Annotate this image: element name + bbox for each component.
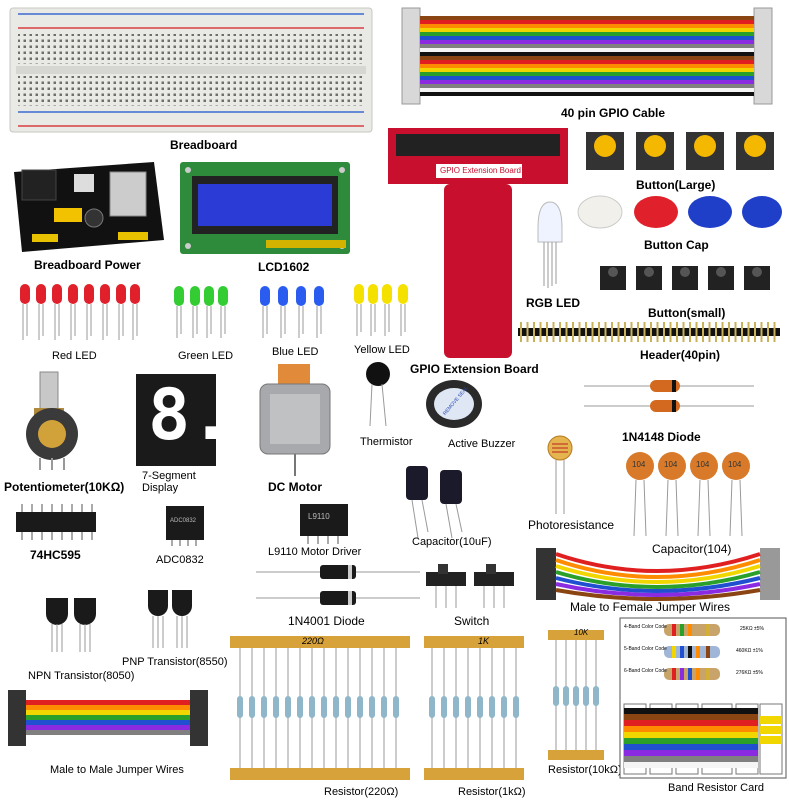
res-tag-220: 220Ω [302, 636, 324, 646]
capacitors-104: 104 104 104 104 [624, 450, 754, 538]
label-rgb-led: RGB LED [526, 296, 580, 310]
label-button-cap: Button Cap [644, 238, 709, 252]
seven-segment-display: 8. [136, 374, 232, 466]
red-leds [18, 282, 142, 342]
label-thermistor: Thermistor [360, 436, 413, 448]
res-tag-10k: 10K [574, 628, 589, 637]
label-dc-motor: DC Motor [268, 480, 322, 494]
label-l9110: L9110 Motor Driver [268, 546, 362, 558]
cap-code-2: 104 [664, 460, 678, 469]
res-tag-1k: 1K [478, 636, 490, 646]
label-mf-jumper: Male to Female Jumper Wires [570, 600, 731, 614]
breadboard-power-module [14, 162, 164, 252]
cap-code-4: 104 [728, 460, 742, 469]
label-switch: Switch [454, 614, 490, 628]
label-red-led: Red LED [52, 350, 97, 362]
label-header: Header(40pin) [640, 348, 721, 362]
chip-adc-print: ADC0832 [170, 518, 197, 524]
buttons-large [580, 124, 780, 176]
jumper-wires-male-female [536, 548, 780, 601]
label-resistor-10k: Resistor(10kΩ) [548, 764, 622, 776]
label-1n4148: 1N4148 Diode [622, 430, 701, 444]
breadboard [9, 7, 373, 133]
resistors-10k: 10K [548, 628, 604, 760]
label-pnp: PNP Transistor(8550) [122, 656, 228, 668]
label-green-led: Green LED [178, 350, 234, 362]
label-button-large: Button(Large) [636, 178, 716, 192]
label-resistor-220: Resistor(220Ω) [324, 786, 399, 798]
label-active-buzzer: Active Buzzer [448, 438, 516, 450]
card-value-1: 25KΩ ±5% [740, 626, 764, 632]
label-potentiometer: Potentiometer(10KΩ) [4, 480, 125, 494]
yellow-leds [352, 282, 412, 338]
label-mm-jumper: Male to Male Jumper Wires [50, 764, 184, 776]
thermistor [364, 360, 394, 428]
green-leds [172, 284, 232, 340]
chip-l9110-print: L9110 [308, 512, 330, 521]
potentiometer [20, 371, 84, 472]
chip-adc0832: ADC0832 [162, 502, 208, 546]
label-gpio-board: GPIO Extension Board [410, 362, 539, 376]
label-button-small: Button(small) [648, 306, 726, 320]
label-gpio-cable: 40 pin GPIO Cable [561, 106, 666, 120]
chip-l9110: L9110 [296, 500, 352, 544]
pnp-transistors [146, 586, 194, 650]
band-resistor-card: 4-Band Color Code 25KΩ ±5% 5-Band Color … [619, 617, 787, 779]
label-lcd: LCD1602 [258, 260, 310, 274]
label-breadboard: Breadboard [170, 138, 238, 152]
card-value-2: 460KΩ ±1% [736, 648, 763, 654]
capacitor-10uf [404, 460, 474, 540]
cap-code-3: 104 [696, 460, 710, 469]
seven-segment-digit: 8. [148, 374, 233, 456]
label-74hc595: 74HC595 [30, 548, 81, 562]
buttons-small [596, 260, 782, 300]
label-capacitor-104: Capacitor(104) [652, 542, 732, 556]
gpio-board-silkscreen: GPIO Extension Board [440, 166, 521, 175]
card-value-3: 276KΩ ±5% [736, 670, 763, 676]
label-1n4001: 1N4001 Diode [288, 614, 365, 628]
photoresistor [540, 434, 580, 516]
card-title-3: 6-Band Color Code [624, 668, 667, 674]
npn-transistors [44, 594, 100, 654]
rgb-led [530, 198, 570, 288]
active-buzzer: REMOVE SEAL [424, 378, 484, 430]
cap-code-1: 104 [632, 460, 646, 469]
card-title-2: 5-Band Color Code [624, 646, 667, 652]
resistors-220: 220Ω [230, 636, 410, 782]
chip-74hc595 [16, 504, 96, 540]
label-capacitor-10uf: Capacitor(10uF) [412, 536, 492, 548]
label-blue-led: Blue LED [272, 346, 319, 358]
diodes-1n4001 [256, 560, 420, 610]
diodes-1n4148 [584, 372, 754, 422]
resistors-1k: 1K [424, 636, 524, 782]
dc-motor [250, 360, 340, 476]
label-resistor-card: Band Resistor Card [668, 782, 764, 794]
blue-leds [258, 284, 328, 340]
lcd1602 [180, 162, 350, 254]
label-resistor-1k: Resistor(1kΩ) [458, 786, 526, 798]
label-npn: NPN Transistor(8050) [28, 670, 135, 682]
label-yellow-led: Yellow LED [354, 344, 410, 356]
label-photoresistance: Photoresistance [528, 518, 615, 532]
slide-switches [424, 560, 516, 610]
gpio-ribbon-cable [398, 7, 778, 105]
card-title-1: 4-Band Color Code [624, 624, 667, 630]
gpio-extension-board: GPIO Extension Board [388, 128, 568, 358]
label-seven-segment: 7-Segment Display [142, 470, 196, 494]
label-adc0832: ADC0832 [156, 554, 204, 566]
jumper-wires-male-male [8, 686, 208, 750]
label-breadboard-power: Breadboard Power [34, 258, 141, 272]
pin-header [518, 322, 780, 342]
button-caps [574, 192, 784, 232]
